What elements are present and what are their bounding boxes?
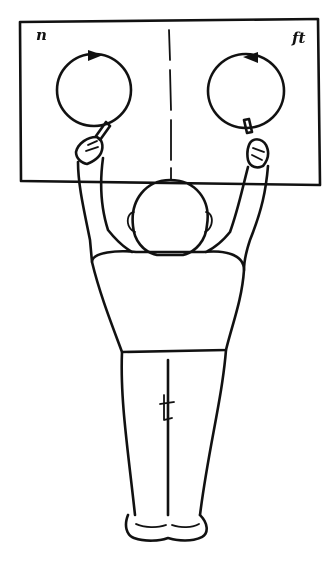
person-figure [76,137,268,541]
head-ears [128,212,212,232]
right-hand [247,139,268,167]
right-fingers [252,148,264,160]
right-arm [206,166,268,270]
right-drawn-circle [208,54,284,128]
left-panel-label: n [36,26,47,44]
right-circle-group [208,52,284,128]
left-drawn-circle [57,54,131,126]
right-panel-label: ft [291,29,305,47]
pens [96,119,252,140]
right-pen-icon [244,119,252,133]
left-circle-group [57,50,131,126]
feet-detail [136,524,199,527]
torso [92,251,244,352]
feet [126,515,207,541]
left-arm [78,158,132,262]
drawing-board [20,19,320,185]
left-fingers [86,141,98,151]
head [133,180,208,255]
left-circle-arrow-icon [88,50,103,61]
board-center-divider [169,30,171,180]
legs [122,350,226,515]
